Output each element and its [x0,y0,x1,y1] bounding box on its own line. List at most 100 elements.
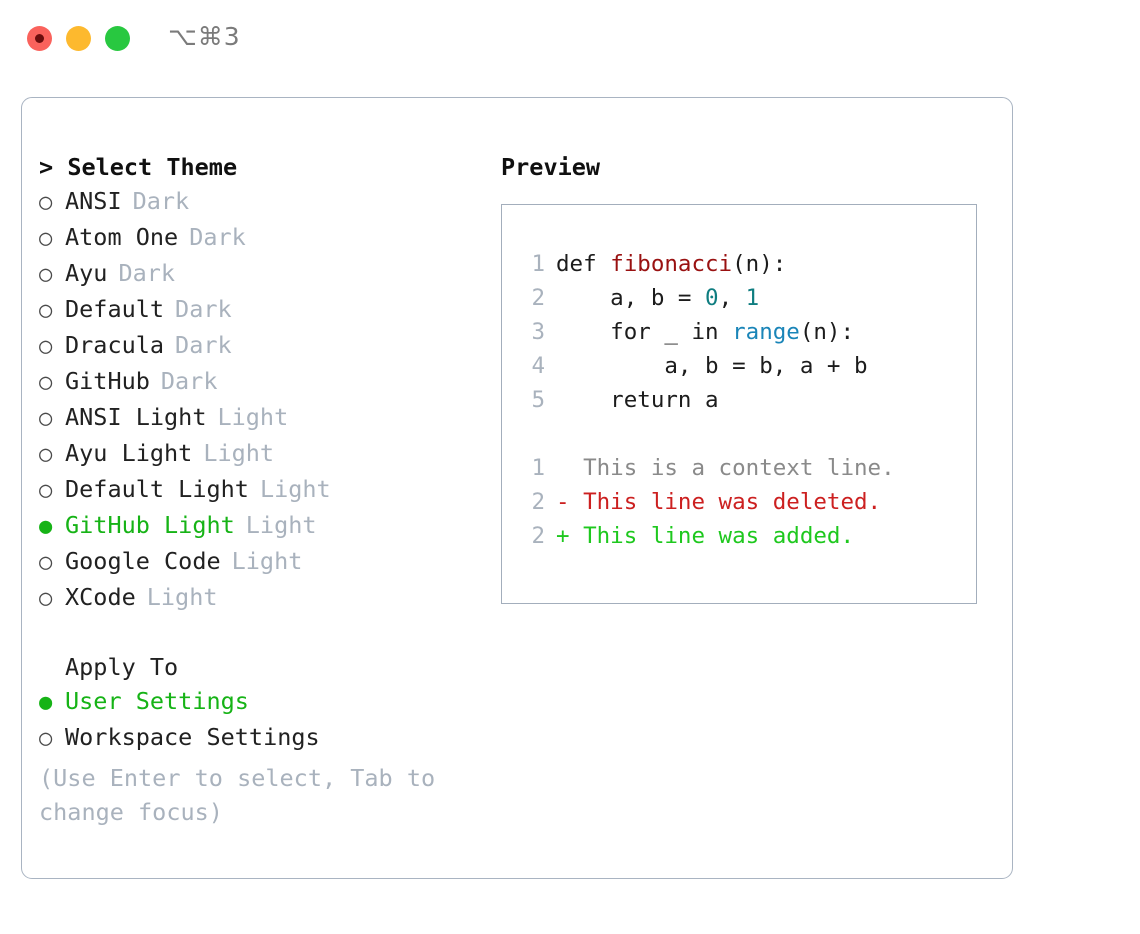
close-button-icon[interactable] [27,26,52,51]
theme-option-category-tag: Dark [175,331,232,359]
diff-line: 2 - This line was deleted. [517,485,968,519]
theme-option-label: GitHub Light [65,511,235,539]
theme-option-label: Ayu Light [65,439,193,467]
diff-line-content: + This line was added. [556,519,854,553]
line-number: 4 [531,353,545,379]
diff-block: 1 This is a context line. 2 - This line wa… [517,451,968,553]
radio-unselected-icon: ○ [39,262,53,287]
code-line: 5 return a [517,383,968,417]
code-line: 4 a, b = b, a + b [517,349,968,383]
line-number: 5 [531,387,545,413]
zoom-button-icon[interactable] [105,26,130,51]
line-number: 3 [531,319,545,345]
code-token: This is a context line. [556,455,895,481]
theme-option-label: Atom One [65,223,179,251]
radio-unselected-icon: ○ [39,442,53,467]
code-token: 0 [705,285,719,311]
code-diff-gap [517,417,968,451]
select-theme-title: Select Theme [67,153,238,181]
theme-option-category-tag: Dark [160,367,218,395]
select-theme-heading: > Select Theme [39,150,469,184]
theme-option-category-tag: Light [146,583,218,611]
theme-option-default[interactable]: ○ Default Dark [39,292,469,328]
theme-option-label: XCode [65,583,136,611]
radio-unselected-icon: ○ [39,726,53,751]
code-line: 1 def fibonacci(n): [517,247,968,281]
radio-unselected-icon: ○ [39,550,53,575]
apply-to-option-label: Workspace Settings [65,723,320,751]
code-token: a, b = [556,285,706,311]
theme-option-label: Ayu [65,259,108,287]
code-line: 3 for _ in range(n): [517,315,968,349]
radio-selected-icon: ● [39,514,53,539]
radio-unselected-icon: ○ [39,190,53,215]
theme-option-category-tag: Dark [175,295,232,323]
code-token: range [732,319,800,345]
theme-option-label: ANSI Light [65,403,207,431]
code-token: (n): [732,251,787,277]
line-number: 2 [531,489,545,515]
code-token: return a [556,387,719,413]
list-spacer [39,616,469,650]
radio-selected-icon: ● [39,690,53,715]
keyboard-shortcut-label: ⌥⌘3 [168,22,241,51]
theme-option-category-tag: Light [259,475,331,503]
theme-option-atom-one[interactable]: ○ Atom One Dark [39,220,469,256]
theme-option-label: Default [65,295,165,323]
line-number: 2 [531,285,545,311]
theme-option-category-tag: Light [217,403,289,431]
diff-line-content: - This line was deleted. [556,485,881,519]
select-theme-heading-label [53,153,67,181]
code-line-content: def fibonacci(n): [556,247,786,281]
theme-option-category-tag: Light [231,547,303,575]
minimize-button-icon[interactable] [66,26,91,51]
theme-option-ayu[interactable]: ○ Ayu Dark [39,256,469,292]
line-number: 1 [531,251,545,277]
theme-option-category-tag: Dark [189,223,246,251]
preview-title: Preview [501,153,601,181]
code-token: 1 [745,285,760,311]
theme-option-category-tag: Dark [132,187,190,215]
theme-option-github-light[interactable]: ● GitHub Light Light [39,508,469,544]
theme-option-ansi[interactable]: ○ ANSI Dark [39,184,469,220]
radio-unselected-icon: ○ [39,586,53,611]
diff-line: 2 + This line was added. [517,519,968,553]
code-line: 2 a, b = 0, 1 [517,281,968,315]
keyboard-hint-text: (Use Enter to select, Tab to change focu… [39,764,436,826]
radio-unselected-icon: ○ [39,370,53,395]
radio-unselected-icon: ○ [39,406,53,431]
theme-option-xcode[interactable]: ○ XCode Light [39,580,469,616]
code-line-content: a, b = 0, 1 [556,281,759,315]
line-number: 2 [531,523,545,549]
code-line-content: return a [556,383,719,417]
apply-to-option-label: User Settings [65,687,249,715]
caret-icon: > [39,153,54,181]
radio-unselected-icon: ○ [39,298,53,323]
theme-option-label: Dracula [65,331,165,359]
theme-option-ansi-light[interactable]: ○ ANSI Light Light [39,400,469,436]
apply-to-option-workspace-settings[interactable]: ○ Workspace Settings [39,720,469,756]
line-number: 1 [531,455,545,481]
theme-option-label: Default Light [65,475,249,503]
apply-to-option-user-settings[interactable]: ● User Settings [39,684,469,720]
theme-option-category-tag: Dark [118,259,176,287]
diff-line-content: This is a context line. [556,451,895,485]
code-line-content: a, b = b, a + b [556,349,867,383]
theme-option-category-tag: Light [245,511,317,539]
code-token: - This line was deleted. [556,489,882,515]
theme-option-label: ANSI [65,187,122,215]
code-token: for _ in [556,319,733,345]
radio-unselected-icon: ○ [39,226,53,251]
